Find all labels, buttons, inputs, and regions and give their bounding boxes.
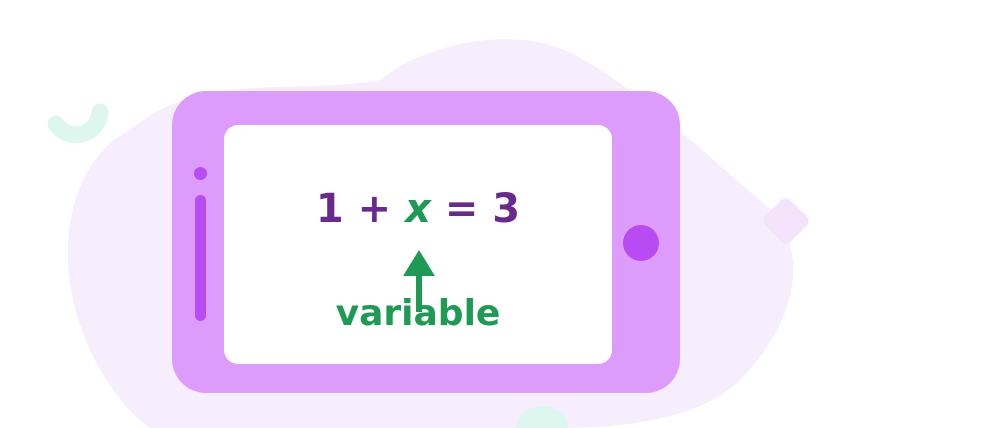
result-value: 3 xyxy=(492,186,521,232)
speaker-bar xyxy=(195,195,206,321)
home-button xyxy=(623,225,659,261)
variable-label: variable xyxy=(335,293,501,334)
variable-x: x xyxy=(405,186,431,232)
phone-screen: 1 + x = 3 variable xyxy=(224,125,612,364)
diamond-shape xyxy=(763,198,809,244)
equation: 1 + x = 3 xyxy=(224,187,612,231)
up-arrow-icon xyxy=(403,250,435,312)
left-operand: 1 xyxy=(315,186,344,232)
mint-semicircle-shape xyxy=(516,406,568,428)
smartphone-icon: 1 + x = 3 variable xyxy=(172,91,680,393)
camera-dot xyxy=(194,167,207,180)
equals-sign: = xyxy=(444,186,479,232)
plus-sign: + xyxy=(357,186,392,232)
mint-arc-shape xyxy=(47,103,109,144)
